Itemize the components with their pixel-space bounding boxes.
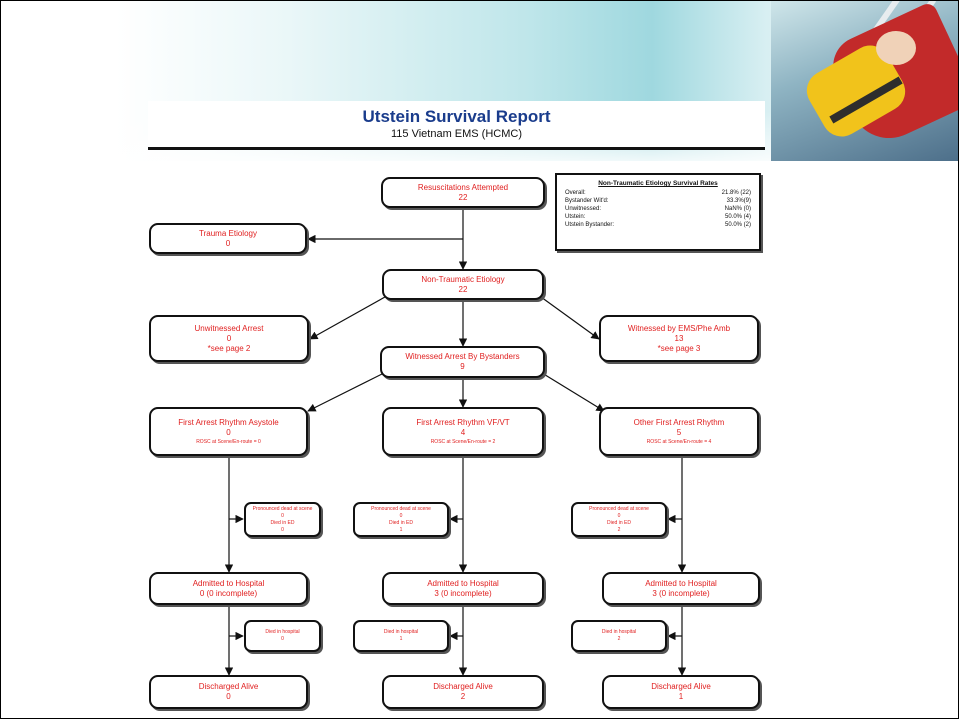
rates-row: Utstein Bystander:50.0% (2): [565, 222, 751, 228]
report-title: Utstein Survival Report: [362, 107, 551, 126]
header-divider: [148, 147, 765, 150]
survival-rates-box: Non-Traumatic Etiology Survival Rates Ov…: [555, 173, 761, 251]
arrow-nontrauma-ems: [540, 296, 600, 340]
arrow-bystander-asystole: [307, 372, 385, 412]
rates-row: Unwitnessed:NaN% (0): [565, 206, 751, 212]
rates-row: Bystander Wit'd:33.3%(9): [565, 198, 751, 204]
report-subtitle: 115 Vietnam EMS (HCMC): [390, 128, 523, 140]
arrow-nontrauma-unwitnessed: [309, 296, 386, 340]
rates-row: Utstein:50.0% (4): [565, 214, 751, 220]
rates-row: Overall:21.8% (22): [565, 190, 751, 196]
ambulance-stretcher-photo: [771, 1, 958, 161]
report-header: Utstein Survival Report 115 Vietnam EMS …: [148, 101, 765, 147]
rates-title: Non-Traumatic Etiology Survival Rates: [598, 180, 718, 187]
arrow-bystander-other: [541, 372, 605, 412]
